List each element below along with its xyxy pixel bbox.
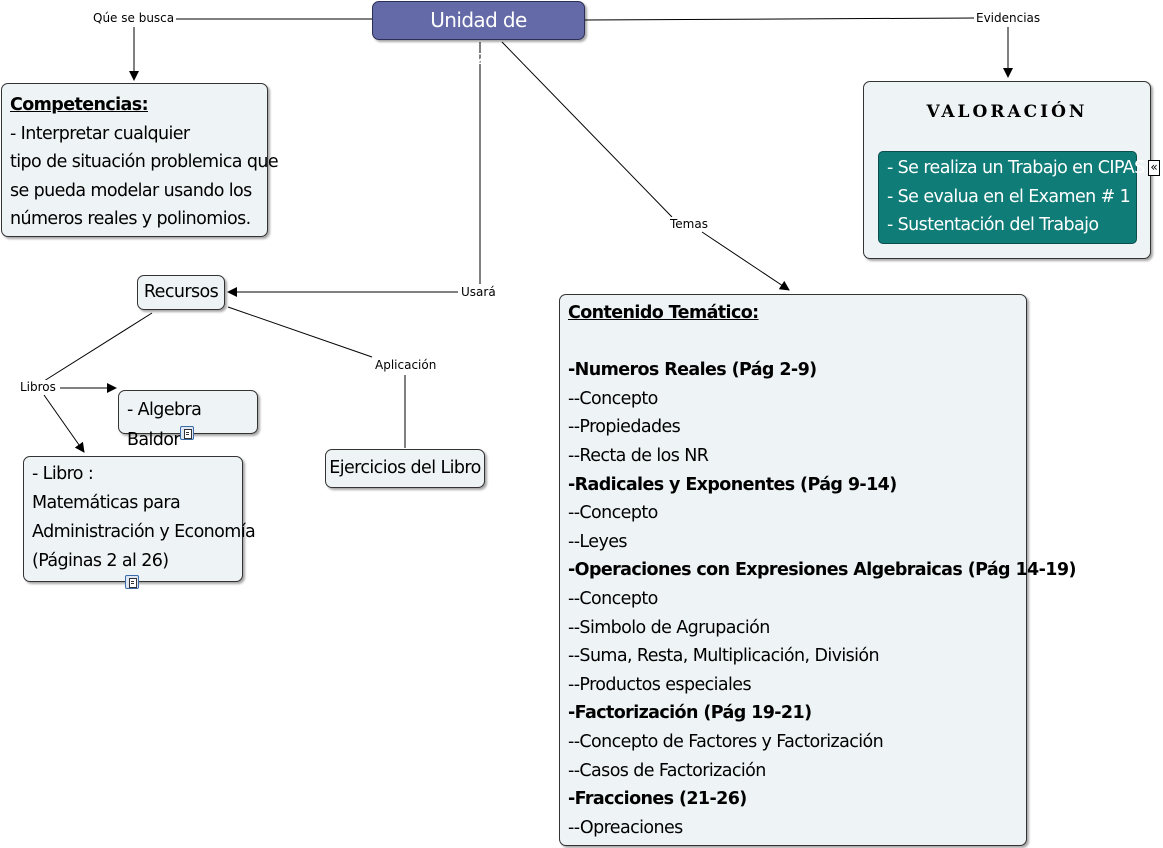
contenido-subtopic: --Concepto: [568, 503, 658, 524]
algebra-baldor-label: - Algebra Baldor: [127, 400, 202, 450]
link-label-aplicacion: Aplicación: [373, 358, 439, 372]
algebra-baldor-node[interactable]: - Algebra Baldor: [118, 390, 258, 450]
main-node[interactable]: Unidad de Aprendizaje # 2: [372, 1, 585, 69]
contenido-subtopic: --Productos especiales: [568, 674, 752, 695]
contenido-heading: Contenido Temático:: [568, 303, 759, 323]
contenido-subtopic: --Opreaciones: [568, 817, 683, 838]
competencias-heading: Competencias:: [10, 95, 149, 115]
contenido-topic: -Numeros Reales (Pág 2-9): [568, 360, 817, 381]
recursos-node[interactable]: Recursos: [137, 275, 225, 310]
link-label-evidencias: Evidencias: [974, 11, 1043, 25]
valoracion-heading: VALORACIÓN: [926, 102, 1088, 122]
libro-line: Administración y Economía: [32, 522, 256, 542]
valoracion-node[interactable]: VALORACIÓN - Se realiza un Trabajo en CI…: [863, 81, 1151, 259]
valoracion-item: - Se evalua en el Examen # 1: [887, 186, 1131, 207]
collapse-chevron-icon[interactable]: «: [1148, 160, 1160, 176]
valoracion-items-box[interactable]: - Se realiza un Trabajo en CIPAS - Se ev…: [878, 151, 1145, 244]
contenido-spacer: [568, 328, 1018, 357]
libro-line: Matemáticas para: [32, 493, 181, 513]
arrow-to-libro: [43, 394, 85, 453]
recursos-label: Recursos: [143, 282, 219, 302]
contenido-subtopic: --Concepto: [568, 588, 658, 609]
contenido-subtopic: --Concepto de Factores y Factorización: [568, 731, 884, 752]
line-main-to-evidencias: [583, 17, 976, 21]
link-label-temas: Temas: [668, 217, 710, 231]
contenido-topic: -Operaciones con Expresiones Algebraicas…: [568, 560, 1076, 581]
link-label-que-se-busca: Qúe se busca: [91, 11, 177, 25]
line-main-to-temas: [501, 41, 673, 218]
competencias-line: se pueda modelar usando los: [10, 180, 252, 201]
line-recursos-to-libros: [43, 312, 153, 382]
contenido-subtopic: --Leyes: [568, 531, 627, 552]
contenido-topic: -Fracciones (21-26): [568, 789, 747, 810]
contenido-tematico-node[interactable]: Contenido Temático: -Numeros Reales (Pág…: [559, 294, 1076, 846]
contenido-lines: -Numeros Reales (Pág 2-9) --Concepto --Pro…: [568, 356, 1076, 842]
contenido-subtopic: --Recta de los NR: [568, 445, 709, 466]
valoracion-item: - Se realiza un Trabajo en CIPAS: [887, 158, 1145, 178]
arrow-to-contenido: [701, 231, 790, 291]
contenido-subtopic: --Propiedades: [568, 417, 681, 438]
contenido-subtopic: --Simbolo de Agrupación: [568, 617, 770, 638]
ejercicios-label: Ejercicios del Libro: [329, 458, 481, 478]
competencias-node[interactable]: Competencias: - Interpretar cualquier ti…: [1, 83, 279, 237]
libro-line: (Páginas 2 al 26): [32, 551, 169, 571]
link-label-libros: Libros: [18, 380, 58, 394]
document-resource-icon[interactable]: [180, 426, 194, 440]
contenido-topic: -Radicales y Exponentes (Pág 9-14): [568, 474, 897, 495]
competencias-line: - Interpretar cualquier: [10, 123, 190, 144]
document-resource-icon[interactable]: [125, 575, 139, 589]
contenido-topic: -Factorización (Pág 19-21): [568, 703, 812, 724]
competencias-line: tipo de situación problemica que: [10, 152, 279, 172]
contenido-subtopic: --Suma, Resta, Multiplicación, División: [568, 646, 880, 667]
main-node-title: Unidad de Aprendizaje # 2: [402, 8, 555, 69]
libro-node[interactable]: - Libro : Matemáticas para Administració…: [23, 456, 256, 582]
contenido-subtopic: --Casos de Factorización: [568, 760, 766, 781]
valoracion-item: - Sustentación del Trabajo: [887, 215, 1099, 235]
line-recursos-to-aplicacion: [227, 306, 373, 358]
contenido-subtopic: --Concepto: [568, 388, 658, 409]
ejercicios-node[interactable]: Ejercicios del Libro: [325, 449, 485, 488]
competencias-line: números reales y polinomios.: [10, 209, 251, 229]
link-label-usara: Usará: [459, 285, 498, 299]
libro-line: - Libro :: [32, 464, 94, 484]
